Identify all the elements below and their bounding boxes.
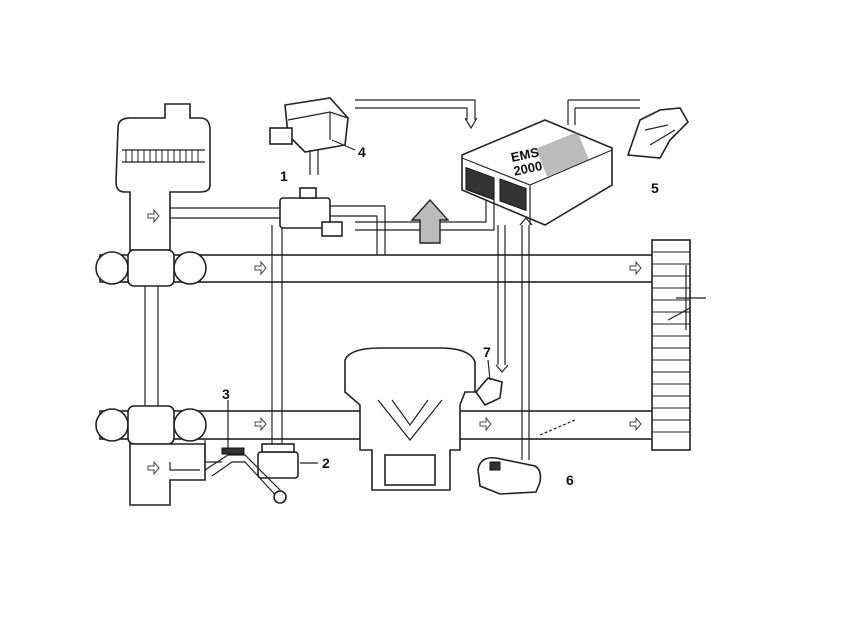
- sensor-5: [626, 107, 689, 159]
- upper-rail: [95, 249, 661, 287]
- pipes: [144, 205, 386, 471]
- sensor-2-canister: [257, 443, 299, 479]
- reservoir-tank: [115, 103, 211, 251]
- callout-3: 3: [222, 386, 230, 402]
- flywheel: [651, 239, 706, 451]
- callout-1: 1: [280, 168, 288, 184]
- callout-4: 4: [358, 144, 366, 160]
- ems-ecu: [461, 119, 613, 226]
- up-arrow-icon: [410, 198, 450, 244]
- sensor-1-valve: [279, 187, 343, 237]
- callout-5: 5: [651, 180, 659, 196]
- callout-2: 2: [322, 455, 330, 471]
- callout-6: 6: [566, 472, 574, 488]
- leader-lines: [227, 139, 491, 464]
- sensor-6-knock: [477, 456, 542, 495]
- callout-7: 7: [483, 344, 491, 360]
- sensor-7: [474, 377, 503, 407]
- flow-arrow-icons: [147, 208, 642, 476]
- sensor-3-linkage: [204, 447, 287, 504]
- sensor-4-module: [269, 97, 349, 175]
- engine-block: [344, 347, 476, 491]
- ems-ecu-label: EMS 2000: [509, 144, 544, 178]
- signal-arrows: [355, 99, 640, 460]
